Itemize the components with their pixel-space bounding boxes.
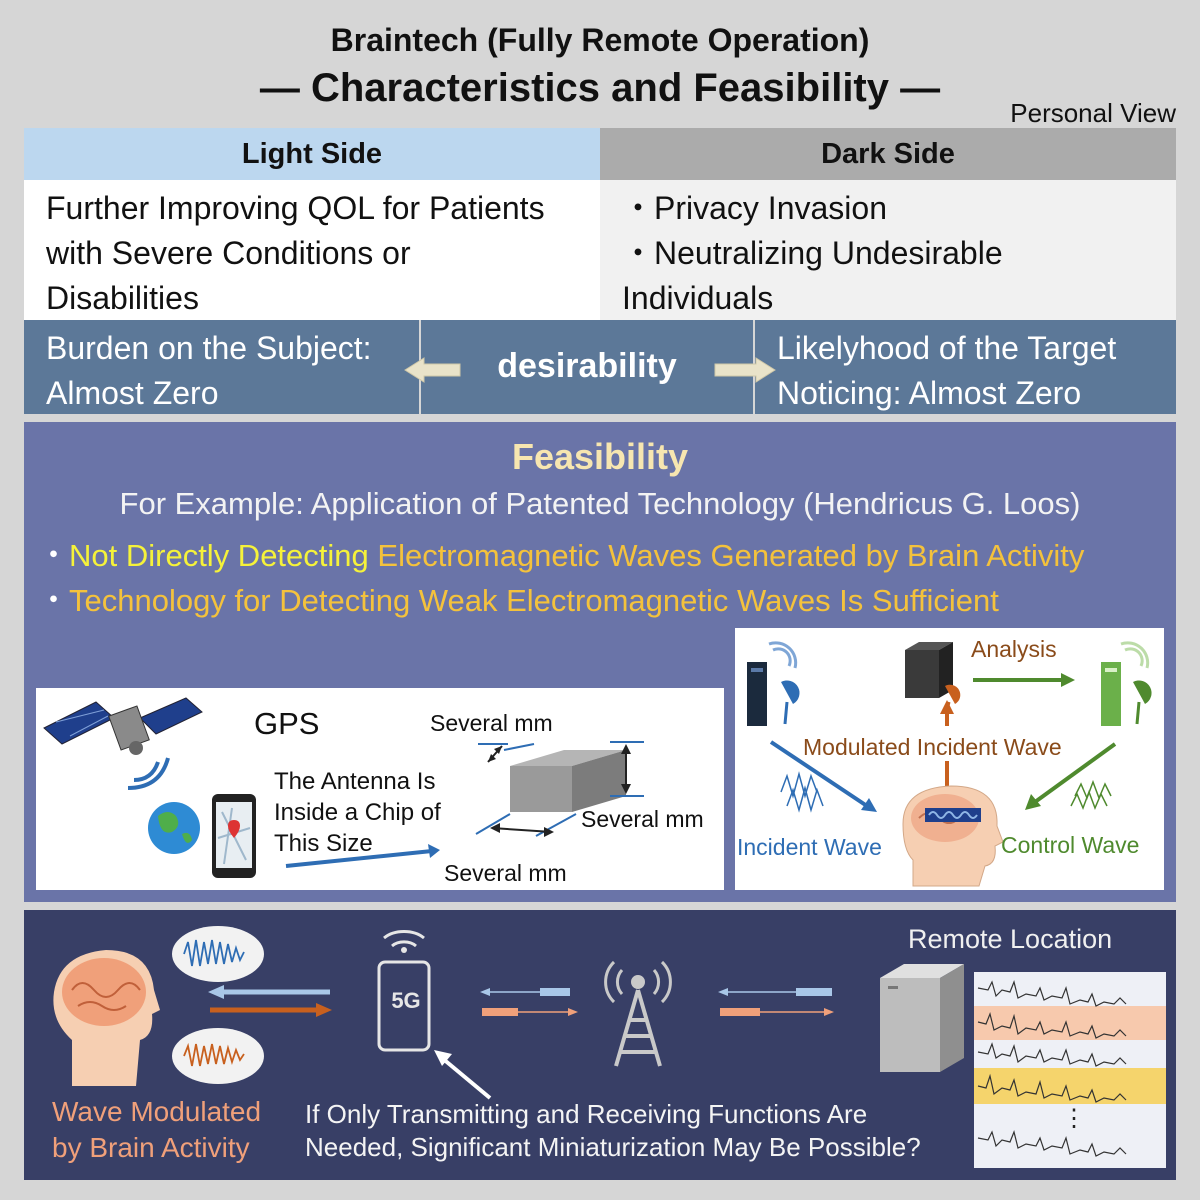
gps-panel: GPS The Antenna Is Inside a Chip of This… — [36, 688, 724, 890]
dark-side-cell: ・Privacy Invasion ・Neutralizing Undesira… — [600, 180, 1176, 320]
satellite-icon — [43, 697, 203, 755]
noticing-line-1: Likelyhood of the Target — [777, 330, 1117, 366]
gps-caption-line-2: Inside a Chip of — [274, 799, 441, 826]
remote-location-label: Remote Location — [908, 924, 1113, 954]
dark-line-3: Individuals — [622, 280, 774, 316]
left-arrow-icon — [404, 357, 461, 383]
control-wave-glyph — [1070, 779, 1112, 811]
light-line-1: Further Improving QOL for Patients — [46, 190, 545, 226]
incident-wave-glyph — [780, 771, 824, 813]
dark-line-2: ・Neutralizing Undesirable — [622, 235, 1003, 271]
chip-cube-icon — [510, 750, 626, 812]
feasibility-bullet-1: ・Not Directly Detecting Electromagnetic … — [38, 530, 1084, 575]
5g-label: 5G — [391, 988, 421, 1013]
system-illustration — [747, 641, 1152, 887]
globe-icon — [148, 802, 200, 854]
light-side-cell: Further Improving QOL for Patients with … — [24, 180, 600, 320]
desirability-label: desirability — [497, 347, 677, 385]
analysis-server-icon — [905, 642, 961, 711]
right-arrow-icon — [714, 357, 776, 383]
bullet1-highlight: Not Directly Detecting — [69, 538, 369, 573]
feasibility-example: For Example: Application of Patented Tec… — [119, 486, 1081, 521]
noticing-line-2: Noticing: Almost Zero — [777, 375, 1082, 411]
gps-caption: The Antenna Is Inside a Chip of This Siz… — [274, 766, 441, 859]
wave-modulated-line-2: by Brain Activity — [52, 1132, 250, 1163]
page-subtitle: — Characteristics and Feasibility — — [259, 66, 941, 110]
light-line-2: with Severe Conditions or — [46, 235, 411, 271]
head-icon — [902, 785, 1004, 887]
light-side-heading: Light Side — [24, 128, 600, 180]
burden-line-1: Burden on the Subject: — [46, 330, 372, 366]
noticing-cell: Likelyhood of the Target Noticing: Almos… — [755, 320, 1176, 414]
burden-cell: Burden on the Subject: Almost Zero — [24, 320, 419, 414]
personal-view-note: Personal View — [1010, 98, 1176, 128]
gps-illustration — [43, 697, 644, 878]
gps-caption-line-3: This Size — [274, 830, 373, 857]
transmitter-server-icon — [747, 641, 800, 726]
remote-server-icon — [880, 964, 964, 1072]
bullet1-rest: Electromagnetic Waves Generated by Brain… — [368, 538, 1085, 573]
dimension-bottom: Several mm — [444, 860, 567, 886]
burden-line-2: Almost Zero — [46, 375, 219, 411]
signal-waves-icon — [127, 757, 170, 790]
dimension-right: Several mm — [581, 806, 704, 832]
eeg-signal-panel — [974, 972, 1166, 1168]
question-line-1: If Only Transmitting and Receiving Funct… — [305, 1099, 868, 1129]
5g-phone-icon — [377, 930, 431, 1052]
miniaturization-question: If Only Transmitting and Receiving Funct… — [305, 1098, 921, 1164]
desirability-cell: desirability — [421, 320, 753, 414]
modulated-incident-label: Modulated Incident Wave — [803, 734, 1062, 761]
wave-modulated-line-1: Wave Modulated — [52, 1096, 262, 1127]
dimension-top: Several mm — [430, 710, 553, 736]
gps-caption-line-1: The Antenna Is — [274, 768, 436, 795]
bullet2-text: Technology for Detecting Weak Electromag… — [69, 583, 999, 618]
control-server-icon — [1101, 641, 1152, 726]
feasibility-title: Feasibility — [511, 436, 689, 477]
more-channels-dots: ⋮ — [1062, 1105, 1086, 1132]
system-panel: Analysis Modulated Incident Wave Inciden… — [735, 628, 1164, 890]
feasibility-bullet-2: ・Technology for Detecting Weak Electroma… — [38, 575, 999, 620]
orange-wave-bubble-icon — [172, 1028, 264, 1084]
dark-side-heading: Dark Side — [600, 128, 1176, 180]
question-line-2: Needed, Significant Miniaturization May … — [305, 1132, 921, 1162]
control-wave-label: Control Wave — [1001, 832, 1140, 858]
cell-tower-icon — [604, 960, 672, 1067]
bullet-mark: ・ — [38, 538, 69, 573]
bottom-illustration — [53, 926, 1166, 1168]
analysis-label: Analysis — [971, 636, 1057, 662]
bullet-mark: ・ — [38, 583, 69, 618]
dark-line-1: ・Privacy Invasion — [622, 190, 887, 226]
light-line-3: Disabilities — [46, 280, 199, 316]
gps-label: GPS — [254, 706, 320, 741]
smartphone-icon — [212, 794, 256, 878]
incident-wave-label: Incident Wave — [737, 834, 882, 860]
page-title: Braintech (Fully Remote Operation) — [330, 22, 870, 58]
blue-wave-bubble-icon — [172, 926, 264, 982]
wave-modulated-label: Wave Modulated by Brain Activity — [52, 1094, 261, 1166]
brain-head-icon — [53, 950, 160, 1086]
